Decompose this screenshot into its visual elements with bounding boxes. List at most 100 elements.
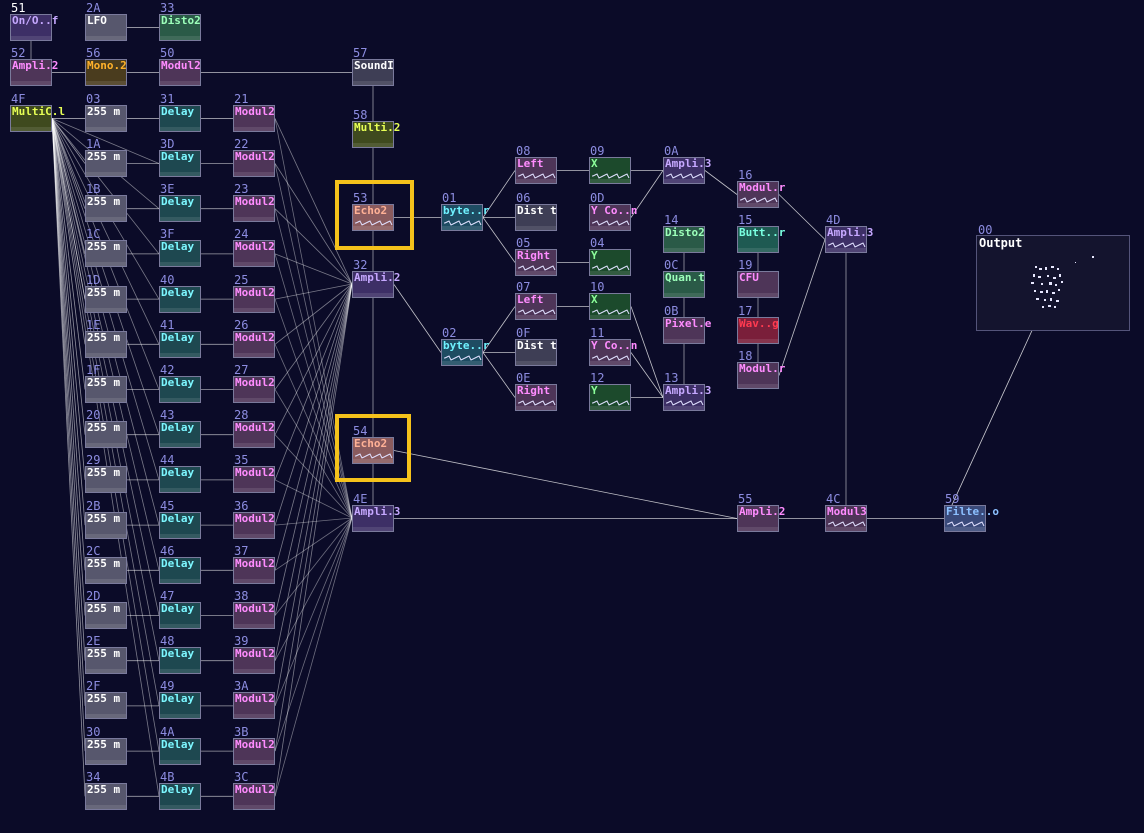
module-27[interactable]: Modul2 — [233, 376, 275, 403]
output-module[interactable]: Output — [976, 235, 1130, 331]
module-51[interactable]: On/O..f — [10, 14, 58, 41]
module-28[interactable]: Modul2 — [233, 421, 275, 449]
module-14[interactable]: Disto2 — [663, 226, 705, 253]
module-43[interactable]: Delay — [159, 421, 201, 449]
module-22[interactable]: Modul2 — [233, 150, 275, 177]
module-23[interactable]: Modul2 — [233, 195, 275, 223]
module-33[interactable]: Disto2 — [159, 14, 201, 41]
module-29[interactable]: 255 m — [85, 466, 127, 494]
module-31[interactable]: Delay — [159, 105, 201, 132]
module-57[interactable]: SoundI — [352, 59, 394, 86]
module-30[interactable]: 255 m — [85, 737, 127, 765]
module-37[interactable]: Modul2 — [233, 556, 275, 584]
module-08[interactable]: Left — [515, 157, 557, 184]
module-4A[interactable]: Delay — [159, 737, 201, 765]
module-32[interactable]: Ampli.2 — [352, 271, 400, 298]
module-36[interactable]: Modul2 — [233, 511, 275, 539]
module-2E[interactable]: 255 m — [85, 647, 127, 675]
module-35[interactable]: Modul2 — [233, 466, 275, 494]
module-48[interactable]: Delay — [159, 647, 201, 675]
node-id-label: 12 — [590, 371, 605, 385]
module-3E[interactable]: Delay — [159, 195, 201, 223]
module-59[interactable]: Filte..o — [944, 505, 999, 532]
module-4E[interactable]: Ampli.3 — [352, 505, 400, 532]
waveform-icon — [740, 197, 778, 203]
module-1F[interactable]: 255 m — [85, 376, 127, 403]
module-03[interactable]: 255 m — [85, 105, 127, 132]
module-17[interactable]: Wav..g — [737, 317, 779, 344]
module-bar — [86, 714, 126, 719]
module-24[interactable]: Modul2 — [233, 240, 275, 268]
module-4C[interactable]: Modul3 — [825, 505, 867, 532]
module-25[interactable]: Modul2 — [233, 285, 275, 313]
module-0C[interactable]: Quan.t — [663, 271, 705, 298]
module-2B[interactable]: 255 m — [85, 511, 127, 539]
module-40[interactable]: Delay — [159, 285, 201, 313]
module-3B[interactable]: Modul2 — [233, 737, 275, 765]
module-name: Ampli.3 — [665, 157, 712, 170]
module-1C[interactable]: 255 m — [85, 240, 127, 268]
module-52[interactable]: Ampli.2 — [10, 59, 58, 86]
module-21[interactable]: Modul2 — [233, 105, 275, 132]
module-1A[interactable]: 255 m — [85, 150, 127, 177]
module-39[interactable]: Modul2 — [233, 647, 275, 675]
module-46[interactable]: Delay — [159, 556, 201, 584]
module-4D[interactable]: Ampli.3 — [825, 226, 873, 253]
module-0A[interactable]: Ampli.3 — [663, 157, 712, 184]
module-26[interactable]: Modul2 — [233, 330, 275, 358]
module-13[interactable]: Ampli.3 — [663, 384, 711, 411]
module-0D[interactable]: Y Co..n — [589, 204, 637, 231]
module-0F[interactable]: Dist t — [515, 339, 557, 366]
module-02[interactable]: byte..r — [441, 339, 489, 366]
module-50[interactable]: Modul2 — [159, 59, 201, 86]
module-1E[interactable]: 255 m — [85, 330, 127, 358]
module-07[interactable]: Left — [515, 293, 557, 320]
module-3A[interactable]: Modul2 — [233, 692, 275, 720]
module-4B[interactable]: Delay — [159, 782, 201, 810]
module-bar — [234, 669, 274, 674]
module-45[interactable]: Delay — [159, 511, 201, 539]
module-0E[interactable]: Right — [515, 384, 557, 411]
module-41[interactable]: Delay — [159, 330, 201, 358]
module-2D[interactable]: 255 m — [85, 602, 127, 629]
module-01[interactable]: byte..r — [441, 204, 489, 231]
module-20[interactable]: 255 m — [85, 421, 127, 449]
module-58[interactable]: Multi.2 — [352, 121, 400, 148]
module-34[interactable]: 255 m — [85, 782, 127, 810]
module-3D[interactable]: Delay — [159, 150, 201, 177]
module-19[interactable]: CFU — [737, 271, 779, 298]
module-0B[interactable]: Pixel.e — [663, 317, 711, 344]
module-55[interactable]: Ampli.2 — [737, 505, 785, 532]
node-id-label: 31 — [160, 92, 175, 106]
module-1B[interactable]: 255 m — [85, 195, 127, 223]
module-56[interactable]: Mono.2 — [85, 59, 127, 86]
module-1D[interactable]: 255 m — [85, 285, 127, 313]
module-42[interactable]: Delay — [159, 376, 201, 403]
module-44[interactable]: Delay — [159, 466, 201, 494]
module-3C[interactable]: Modul2 — [233, 782, 275, 810]
module-47[interactable]: Delay — [159, 602, 201, 629]
module-49[interactable]: Delay — [159, 692, 201, 720]
module-12[interactable]: Y — [589, 384, 631, 411]
module-04[interactable]: Y — [589, 249, 631, 276]
module-09[interactable]: X — [589, 157, 631, 184]
module-16[interactable]: Modul.r — [737, 181, 785, 208]
module-05[interactable]: Right — [515, 249, 557, 276]
module-bar — [86, 443, 126, 448]
module-2C[interactable]: 255 m — [85, 556, 127, 584]
module-2F[interactable]: 255 m — [85, 692, 127, 720]
module-10[interactable]: X — [589, 293, 631, 320]
module-54[interactable]: Echo2 — [352, 437, 394, 464]
module-06[interactable]: Dist t — [515, 204, 557, 231]
module-3F[interactable]: Delay — [159, 240, 201, 268]
module-38[interactable]: Modul2 — [233, 602, 275, 629]
module-bar — [353, 527, 393, 531]
module-name: MultiC.l — [12, 105, 65, 118]
module-2A[interactable]: LFO — [85, 14, 127, 41]
module-15[interactable]: Butt..r — [737, 226, 785, 253]
module-53[interactable]: Echo2 — [352, 204, 394, 231]
module-11[interactable]: Y Co..n — [589, 339, 637, 366]
module-4F[interactable]: MultiC.l — [10, 105, 65, 132]
module-18[interactable]: Modul.r — [737, 362, 785, 389]
node-id-label: 19 — [738, 258, 753, 272]
